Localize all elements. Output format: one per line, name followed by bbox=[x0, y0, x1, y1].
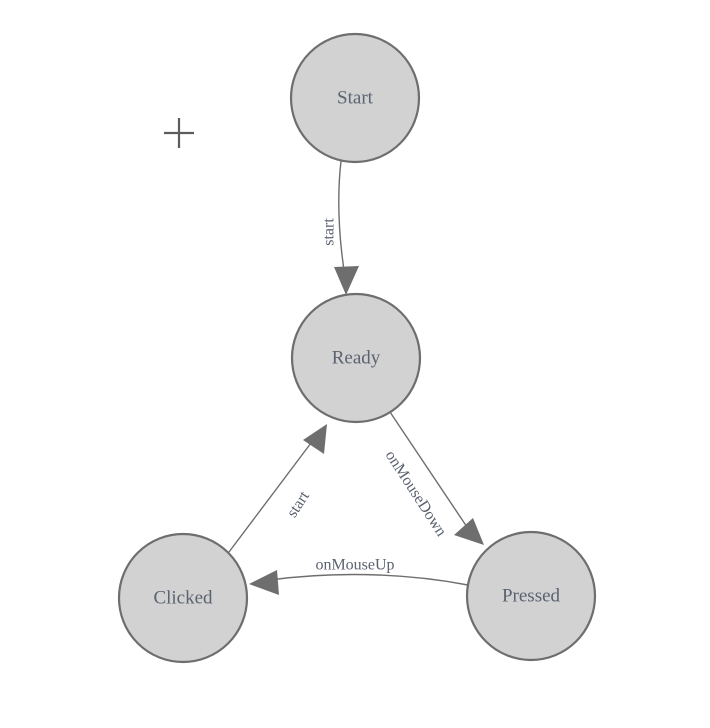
edge-label-text: start bbox=[284, 488, 314, 521]
arrowhead-start-to-ready bbox=[334, 266, 359, 295]
node-ready[interactable]: Ready bbox=[290, 292, 422, 424]
node-clicked[interactable]: Clicked bbox=[117, 532, 249, 664]
node-label-clicked: Clicked bbox=[153, 587, 213, 608]
edge-ready-to-pressed[interactable] bbox=[389, 411, 484, 545]
edge-label-clicked-to-ready: start bbox=[284, 488, 314, 521]
arrowhead-pressed-to-clicked bbox=[249, 570, 279, 595]
edge-path-pressed-to-clicked bbox=[269, 573, 469, 586]
node-pressed[interactable]: Pressed bbox=[465, 530, 597, 662]
edge-label-text: start bbox=[321, 218, 338, 246]
edge-path-clicked-to-ready bbox=[228, 442, 312, 553]
edge-path-ready-to-pressed bbox=[389, 411, 468, 528]
edge-path-start-to-ready bbox=[338, 160, 346, 278]
edge-label-text: onMouseUp bbox=[315, 557, 394, 574]
edge-label-ready-to-pressed: onMouseDown bbox=[382, 448, 450, 540]
arrowhead-ready-to-pressed bbox=[454, 518, 484, 545]
node-circle-ready bbox=[290, 292, 422, 424]
node-circle-clicked bbox=[117, 532, 249, 664]
node-label-start: Start bbox=[337, 87, 374, 108]
edge-label-pressed-to-clicked: onMouseUp bbox=[315, 557, 394, 574]
edge-label-start-to-ready: start bbox=[321, 218, 338, 246]
plus-marker-icon[interactable] bbox=[164, 118, 194, 148]
edge-pressed-to-clicked[interactable] bbox=[249, 570, 469, 595]
edge-label-text: onMouseDown bbox=[382, 448, 450, 540]
node-circle-pressed bbox=[465, 530, 597, 662]
edge-start-to-ready[interactable] bbox=[334, 160, 359, 295]
arrowhead-clicked-to-ready bbox=[303, 424, 327, 454]
node-circle-start bbox=[289, 32, 421, 164]
edge-clicked-to-ready[interactable] bbox=[228, 424, 327, 553]
node-start[interactable]: Start bbox=[289, 32, 421, 164]
node-label-ready: Ready bbox=[332, 347, 381, 368]
node-label-pressed: Pressed bbox=[502, 585, 561, 606]
